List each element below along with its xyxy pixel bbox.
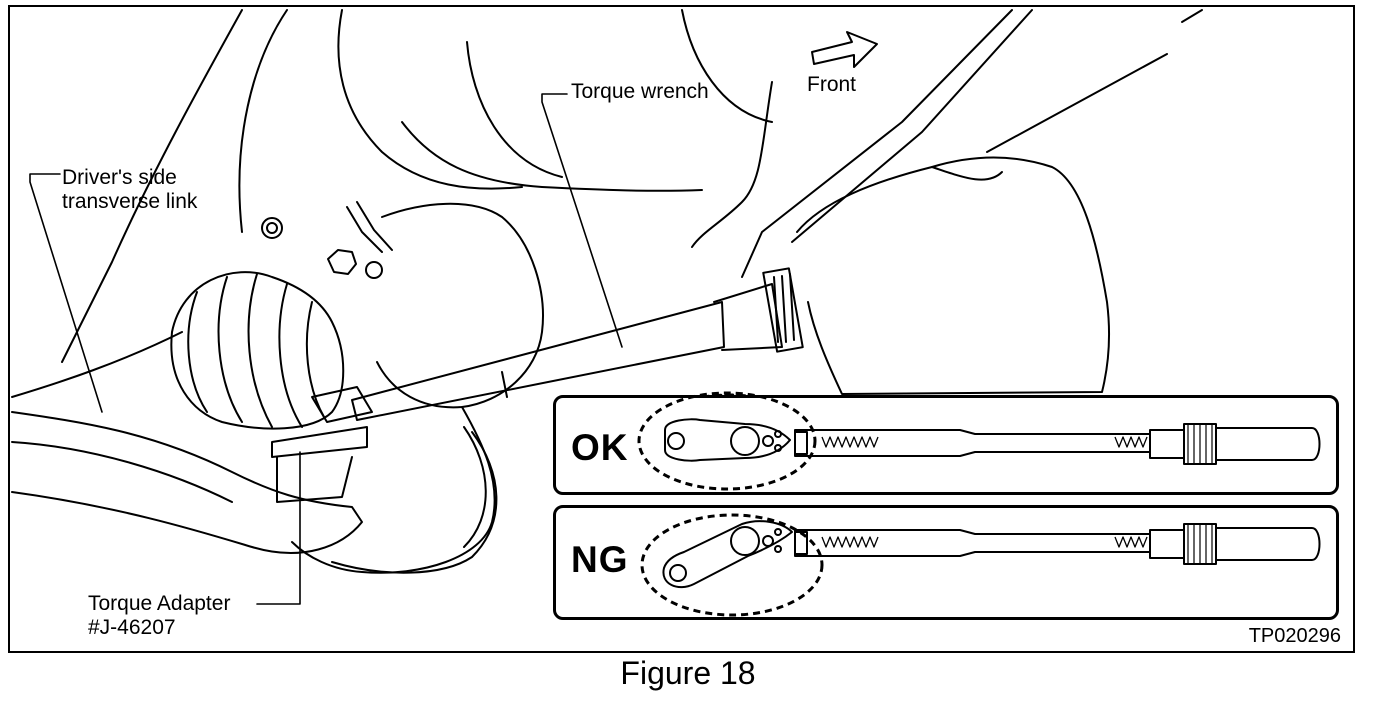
ok-label: OK bbox=[571, 427, 629, 468]
label-transverse-link-line1: Driver's side bbox=[62, 166, 177, 189]
hand bbox=[796, 156, 1111, 395]
leader-transverse-link bbox=[29, 173, 103, 413]
brake-rotor bbox=[331, 431, 498, 574]
label-torque-adapter-line2: #J-46207 bbox=[88, 616, 176, 639]
leader-torque-adapter bbox=[256, 451, 301, 605]
torque-wrench-shaft bbox=[351, 301, 725, 421]
torque-adapter bbox=[271, 426, 368, 458]
leader-torque-wrench bbox=[541, 93, 623, 348]
figure-caption: Figure 18 bbox=[620, 655, 756, 691]
castle-nut bbox=[327, 249, 357, 275]
label-torque-wrench: Torque wrench bbox=[571, 80, 709, 103]
ng-label: NG bbox=[571, 539, 629, 580]
transverse-link bbox=[11, 411, 363, 554]
figure-code: TP020296 bbox=[1248, 625, 1341, 647]
wheel-well-outline bbox=[61, 9, 243, 363]
cv-boot bbox=[170, 271, 345, 430]
label-transverse-link-line2: transverse link bbox=[62, 190, 198, 213]
label-torque-adapter-line1: Torque Adapter bbox=[88, 592, 231, 615]
bolt-upper bbox=[261, 217, 283, 239]
label-front: Front bbox=[807, 73, 857, 96]
front-arrow bbox=[811, 31, 878, 68]
